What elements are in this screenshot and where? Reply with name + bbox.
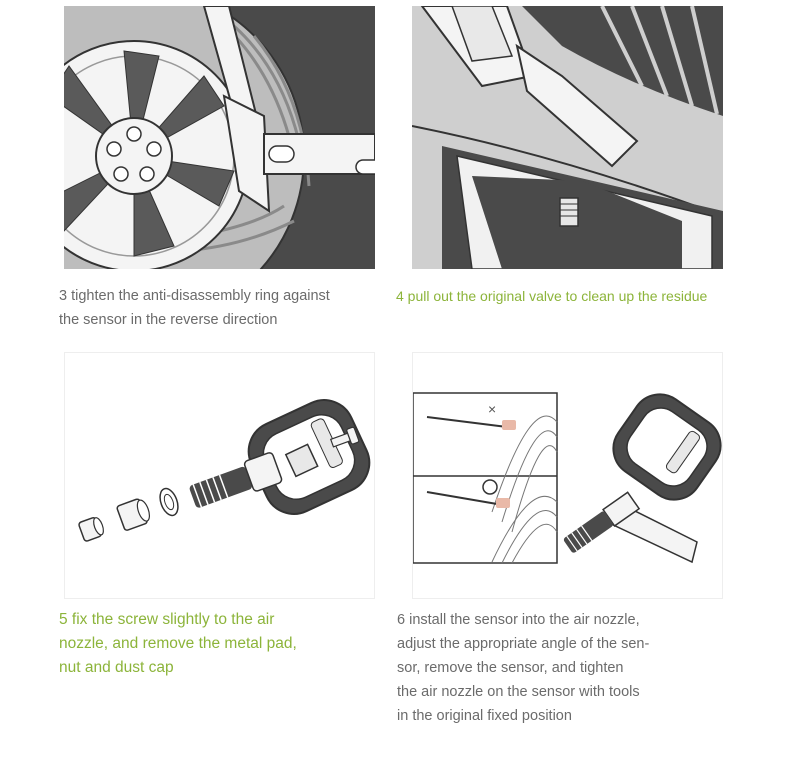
step3-caption: 3 tighten the anti-disassembly ring agai… (59, 284, 330, 332)
caption-line: 3 tighten the anti-disassembly ring agai… (59, 288, 330, 304)
caption-line: the air nozzle on the sensor with tools (397, 684, 640, 700)
caption-line: the sensor in the reverse direction (59, 312, 278, 328)
step6-caption: 6 install the sensor into the air nozzle… (397, 608, 649, 728)
caption-line: 4 pull out the original valve to clean u… (396, 288, 708, 304)
sensor-exploded-drawing (64, 352, 375, 599)
correct-angle-mark (482, 479, 498, 495)
step6-illustration: × (412, 352, 723, 599)
caption-line: adjust the appropriate angle of the sen- (397, 636, 650, 652)
step3-illustration (64, 6, 375, 269)
caption-line: 6 install the sensor into the air nozzle… (397, 612, 640, 628)
caption-line: in the original fixed position (397, 708, 572, 724)
wrong-angle-mark: × (488, 401, 496, 417)
wheel-tool-drawing (64, 6, 375, 269)
step5-illustration (64, 352, 375, 599)
sensor-install-drawing: × (412, 352, 723, 599)
valve-removal-drawing (412, 6, 723, 269)
caption-line: sor, remove the sensor, and tighten (397, 660, 624, 676)
caption-line: 5 fix the screw slightly to the air (59, 611, 275, 628)
caption-line: nozzle, and remove the metal pad, (59, 635, 297, 652)
step4-caption: 4 pull out the original valve to clean u… (396, 284, 707, 308)
step5-caption: 5 fix the screw slightly to the air nozz… (59, 608, 297, 680)
step4-illustration (412, 6, 723, 269)
caption-line: nut and dust cap (59, 659, 174, 676)
